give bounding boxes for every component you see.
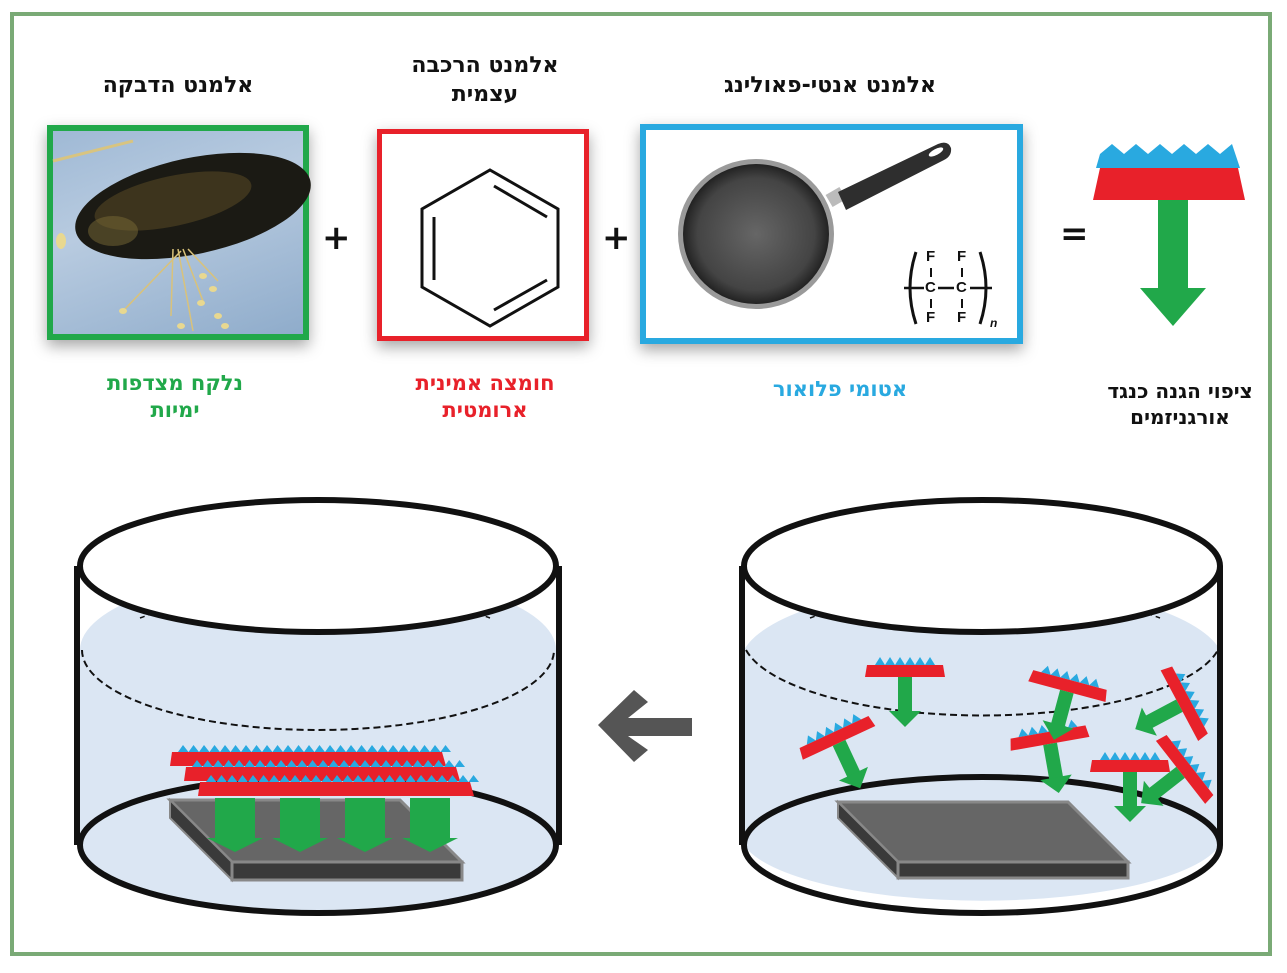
- formula-brackets-icon: [904, 251, 992, 325]
- beaker-assembled: [74, 497, 562, 916]
- plus-operator-1: +: [322, 218, 351, 258]
- equals-operator: =: [1060, 214, 1089, 254]
- fluorine-atom: F: [957, 309, 967, 326]
- anchor-arrow: [272, 798, 328, 852]
- mussel-photo-panel: [47, 125, 311, 340]
- self-assembly-caption: חומצה אמינית ארומטית: [415, 371, 555, 423]
- coating-molecule: [1141, 735, 1214, 806]
- process-arrow-icon: [598, 690, 692, 762]
- coating-molecule-icon: [1093, 144, 1245, 326]
- coating-molecule: [1028, 665, 1107, 740]
- coating-layer: [198, 775, 479, 796]
- anchor-arrow: [402, 798, 458, 852]
- figure-frame: [10, 12, 1272, 956]
- mussel-photo-icon: [52, 139, 311, 332]
- plus-operator-2: +: [602, 218, 631, 258]
- coating-molecule: [1135, 666, 1209, 741]
- ptfe-formula: F F C C F F n: [902, 248, 1002, 330]
- fluorine-atom: F: [926, 309, 936, 326]
- result-caption: ציפוי הגנה כנגד אורגניזמים: [1107, 379, 1253, 429]
- anti-fouling-title: אלמנט אנטי-פאולינג: [724, 73, 936, 98]
- carbon-atom: C: [956, 279, 967, 296]
- fluorine-atom: F: [926, 248, 936, 265]
- anchor-arrow: [337, 798, 393, 852]
- adhesion-caption: נלקח מצדפות ימיות: [106, 371, 244, 423]
- coating-molecule: [1090, 752, 1170, 822]
- beaker-dispersed: [739, 497, 1223, 916]
- adhesion-title: אלמנט הדבקה: [102, 73, 254, 98]
- fluorine-atom: F: [957, 248, 967, 265]
- benzene-ring-icon: [420, 168, 560, 328]
- benzene-panel: [377, 129, 589, 341]
- anchor-arrow: [207, 798, 263, 852]
- repeat-subscript: n: [990, 316, 998, 330]
- anti-fouling-caption: אטומי פלואור: [772, 377, 908, 401]
- self-assembly-title: אלמנט הרכבה עצמית: [411, 53, 559, 107]
- coating-molecule: [865, 657, 945, 727]
- carbon-atom: C: [925, 279, 936, 296]
- pan-panel: F F C C F F n: [640, 124, 1023, 344]
- nonstick-pan-icon: [678, 142, 952, 309]
- coating-molecule: [799, 714, 876, 789]
